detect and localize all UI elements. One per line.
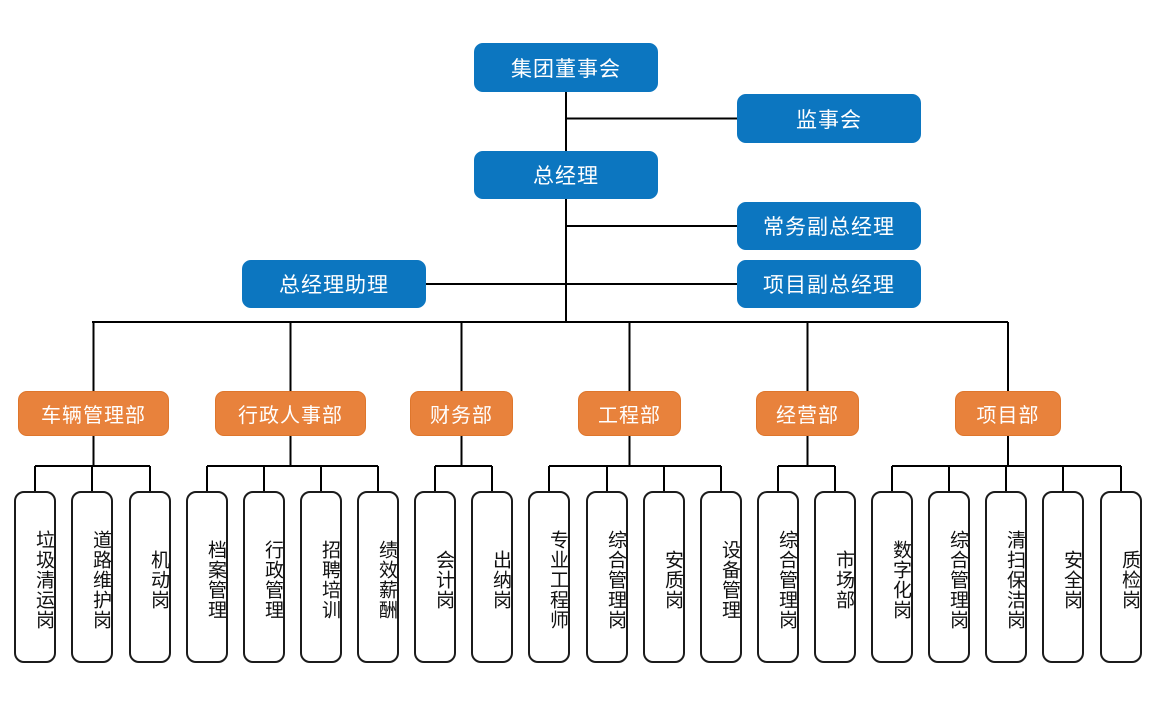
leaf-admin-mgmt-label: 行政管理	[262, 540, 283, 620]
leaf-engineer-label: 专业工程师	[547, 530, 568, 630]
leaf-perf-pay-label: 绩效薪酬	[376, 540, 397, 620]
leaf-cashier[interactable]: 出纳岗	[471, 491, 513, 663]
leaf-utility-label: 机动岗	[148, 550, 169, 610]
project-vp-label: 项目副总经理	[763, 274, 895, 297]
gm-label: 总经理	[533, 165, 599, 188]
supervisory-label: 监事会	[796, 108, 862, 132]
dept-engineering-label: 工程部	[598, 405, 661, 427]
leaf-accounting-label: 会计岗	[433, 550, 454, 610]
leaf-safety-quality-label: 安质岗	[662, 550, 683, 610]
leaf-archive-mgmt[interactable]: 档案管理	[186, 491, 228, 663]
leaf-eng-general-mgmt-label: 综合管理岗	[605, 530, 626, 630]
leaf-recruit-train[interactable]: 招聘培训	[300, 491, 342, 663]
leaf-proj-general-mgmt-label: 综合管理岗	[947, 530, 968, 630]
dept-finance-label: 财务部	[430, 405, 493, 427]
leaf-perf-pay[interactable]: 绩效薪酬	[357, 491, 399, 663]
exec-vp-label: 常务副总经理	[763, 216, 895, 239]
leaf-archive-mgmt-label: 档案管理	[205, 540, 226, 620]
dept-admin-hr-label: 行政人事部	[238, 405, 343, 427]
leaf-cleaning[interactable]: 清扫保洁岗	[985, 491, 1027, 663]
leaf-market-dept-label: 市场部	[833, 550, 854, 610]
leaf-digitalization[interactable]: 数字化岗	[871, 491, 913, 663]
leaf-safety-quality[interactable]: 安质岗	[643, 491, 685, 663]
dept-project-label: 项目部	[976, 405, 1040, 427]
gm[interactable]: 总经理	[474, 151, 658, 199]
leaf-safety[interactable]: 安全岗	[1042, 491, 1084, 663]
leaf-road-maintenance[interactable]: 道路维护岗	[71, 491, 113, 663]
leaf-waste-removal-label: 垃圾清运岗	[33, 530, 54, 630]
dept-finance[interactable]: 财务部	[410, 391, 513, 436]
board[interactable]: 集团董事会	[474, 43, 658, 92]
dept-vehicle[interactable]: 车辆管理部	[18, 391, 169, 436]
leaf-safety-label: 安全岗	[1061, 550, 1082, 610]
leaf-proj-general-mgmt[interactable]: 综合管理岗	[928, 491, 970, 663]
project-vp[interactable]: 项目副总经理	[737, 260, 921, 308]
leaf-eng-general-mgmt[interactable]: 综合管理岗	[586, 491, 628, 663]
leaf-cashier-label: 出纳岗	[490, 550, 511, 610]
leaf-equipment-mgmt[interactable]: 设备管理	[700, 491, 742, 663]
dept-admin-hr[interactable]: 行政人事部	[215, 391, 366, 436]
dept-operations[interactable]: 经营部	[756, 391, 859, 436]
dept-operations-label: 经营部	[776, 405, 839, 427]
leaf-waste-removal[interactable]: 垃圾清运岗	[14, 491, 56, 663]
leaf-equipment-mgmt-label: 设备管理	[719, 540, 740, 620]
leaf-recruit-train-label: 招聘培训	[319, 540, 340, 620]
leaf-road-maintenance-label: 道路维护岗	[90, 530, 111, 630]
leaf-ops-general-mgmt[interactable]: 综合管理岗	[757, 491, 799, 663]
leaf-ops-general-mgmt-label: 综合管理岗	[776, 530, 797, 630]
leaf-accounting[interactable]: 会计岗	[414, 491, 456, 663]
leaf-admin-mgmt[interactable]: 行政管理	[243, 491, 285, 663]
gm-assist-label: 总经理助理	[279, 274, 389, 297]
dept-engineering[interactable]: 工程部	[578, 391, 681, 436]
leaf-quality-check[interactable]: 质检岗	[1100, 491, 1142, 663]
dept-vehicle-label: 车辆管理部	[41, 405, 146, 427]
leaf-cleaning-label: 清扫保洁岗	[1004, 530, 1025, 630]
leaf-engineer[interactable]: 专业工程师	[528, 491, 570, 663]
board-label: 集团董事会	[511, 57, 621, 81]
supervisory[interactable]: 监事会	[737, 94, 921, 143]
dept-project[interactable]: 项目部	[955, 391, 1061, 436]
leaf-quality-check-label: 质检岗	[1119, 550, 1140, 610]
leaf-digitalization-label: 数字化岗	[890, 540, 911, 620]
leaf-market-dept[interactable]: 市场部	[814, 491, 856, 663]
gm-assist[interactable]: 总经理助理	[242, 260, 426, 308]
leaf-utility[interactable]: 机动岗	[129, 491, 171, 663]
exec-vp[interactable]: 常务副总经理	[737, 202, 921, 250]
